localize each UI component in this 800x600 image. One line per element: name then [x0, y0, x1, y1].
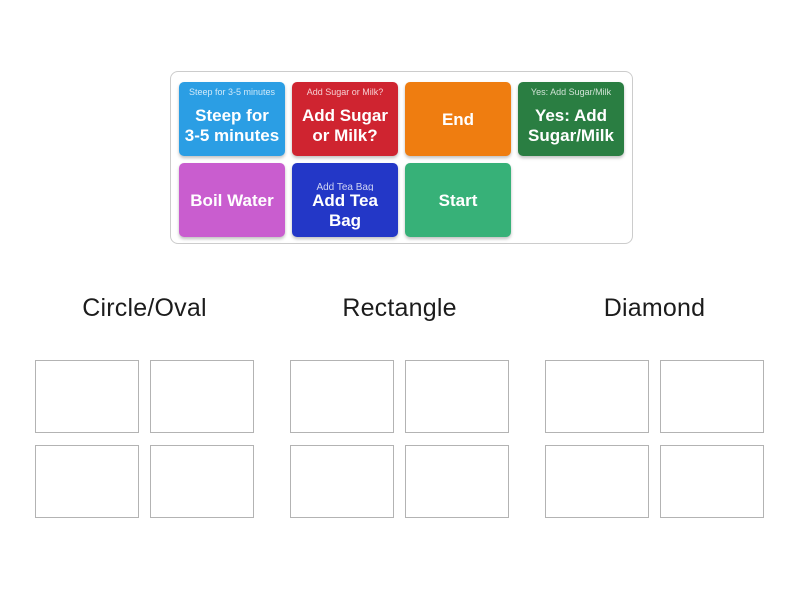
slot-grid — [290, 360, 509, 518]
tile-tray: Steep for 3-5 minutes Steep for 3-5 minu… — [170, 71, 633, 244]
drop-slot[interactable] — [150, 360, 254, 433]
slot-grid — [35, 360, 254, 518]
tile-label: Start — [438, 191, 478, 210]
drop-slot[interactable] — [660, 445, 764, 518]
group-title: Diamond — [603, 294, 706, 322]
tile-label: Add Tea Bag — [312, 191, 378, 230]
drop-slot[interactable] — [290, 445, 394, 518]
tile-caption: Add Sugar or Milk? — [306, 87, 384, 97]
tile-boil-water[interactable]: Boil Water — [179, 163, 285, 237]
group-circle-oval: Circle/Oval — [35, 292, 254, 518]
tile-label: Yes: Add Sugar/Milk — [528, 105, 614, 145]
drop-slot[interactable] — [290, 360, 394, 433]
group-title: Circle/Oval — [82, 294, 207, 322]
tile-label: Add Sugar or Milk? — [302, 105, 388, 145]
tile-caption: Add Tea Bag — [316, 182, 374, 191]
tile-caption: Steep for 3-5 minutes — [188, 87, 276, 97]
group-title: Rectangle — [342, 294, 457, 322]
tile-caption: Yes: Add Sugar/Milk — [530, 87, 612, 97]
drop-slot[interactable] — [405, 445, 509, 518]
drop-slot[interactable] — [660, 360, 764, 433]
group-rectangle: Rectangle — [290, 292, 509, 518]
drop-slot[interactable] — [150, 445, 254, 518]
tile-yes-add-sugar-milk[interactable]: Yes: Add Sugar/Milk Yes: Add Sugar/Milk — [518, 82, 624, 156]
tile-add-tea-bag[interactable]: Add Tea Bag Add Tea Bag — [292, 163, 398, 237]
tile-label: End — [441, 110, 475, 129]
tile-steep-for-3-5-minutes[interactable]: Steep for 3-5 minutes Steep for 3-5 minu… — [179, 82, 285, 156]
drop-slot[interactable] — [35, 445, 139, 518]
drop-slot[interactable] — [35, 360, 139, 433]
tile-end[interactable]: End — [405, 82, 511, 156]
drop-slot[interactable] — [405, 360, 509, 433]
drop-slot[interactable] — [545, 445, 649, 518]
tile-label: Steep for 3-5 minutes — [184, 105, 280, 145]
drop-slot[interactable] — [545, 360, 649, 433]
tile-start[interactable]: Start — [405, 163, 511, 237]
tile-label: Boil Water — [190, 191, 274, 210]
tile-add-sugar-or-milk[interactable]: Add Sugar or Milk? Add Sugar or Milk? — [292, 82, 398, 156]
group-diamond: Diamond — [545, 292, 764, 518]
slot-grid — [545, 360, 764, 518]
